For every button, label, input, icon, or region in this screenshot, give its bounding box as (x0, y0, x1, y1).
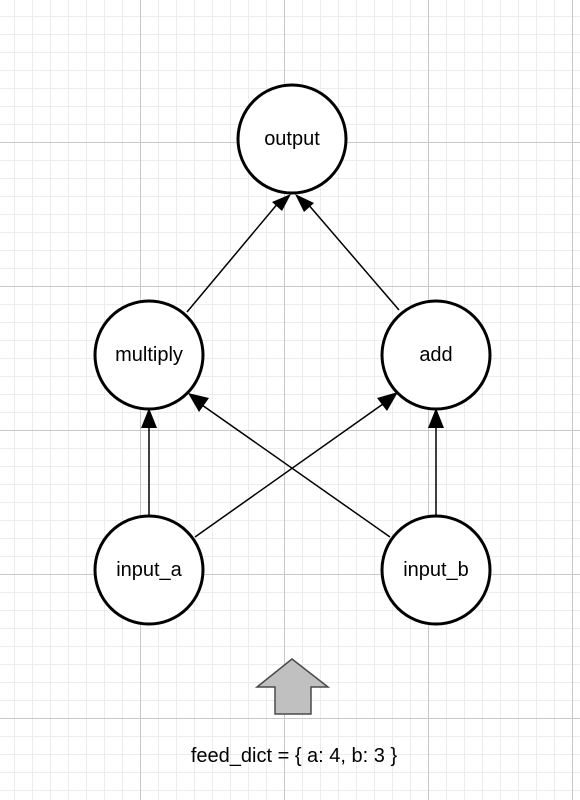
edge-add-to-output (306, 202, 400, 311)
arrowhead-input-b-to-add (428, 408, 444, 428)
node-multiply-label: multiply (115, 344, 183, 366)
arrowhead-input-a-to-add (377, 392, 398, 411)
edge-input-b-to-multiply (201, 404, 391, 538)
node-input-a-circle (93, 514, 205, 626)
node-input-b: input_b (380, 514, 492, 626)
arrowhead-input-b-to-multiply (188, 393, 209, 412)
node-output-circle (236, 83, 348, 195)
node-add: add (380, 299, 492, 411)
node-add-label: add (419, 344, 452, 366)
node-input-a-label: input_a (116, 559, 182, 581)
node-output-label: output (264, 128, 320, 150)
feed-arrow-icon (254, 658, 331, 715)
edge-input-a-to-add (194, 403, 384, 538)
edge-multiply-to-output (186, 201, 280, 313)
arrowhead-input-a-to-multiply (141, 408, 157, 428)
arrowhead-multiply-to-output (272, 194, 291, 211)
node-input-b-circle (380, 514, 492, 626)
arrowhead-add-to-output (295, 194, 314, 212)
node-multiply: multiply (93, 299, 205, 411)
node-output: output (236, 83, 348, 195)
node-multiply-circle (93, 299, 205, 411)
node-add-circle (380, 299, 492, 411)
feed-dict-label: feed_dict = { a: 4, b: 3 } (190, 745, 398, 767)
node-input-b-label: input_b (403, 559, 469, 581)
node-input-a: input_a (93, 514, 205, 626)
edges (141, 194, 444, 538)
